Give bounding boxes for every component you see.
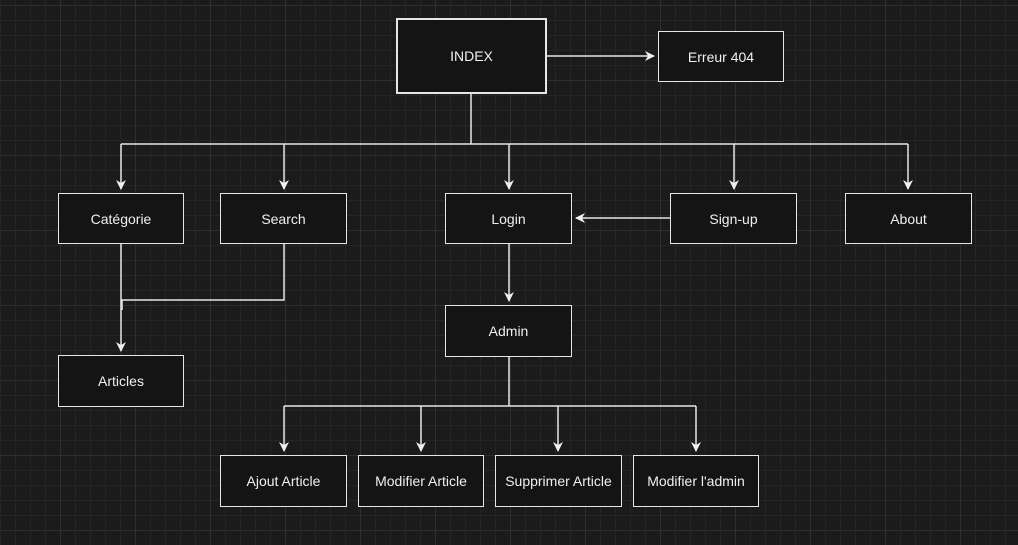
node-search[interactable]: Search <box>220 193 347 244</box>
node-erreur-404[interactable]: Erreur 404 <box>658 31 784 82</box>
node-about[interactable]: About <box>845 193 972 244</box>
node-ajout-article[interactable]: Ajout Article <box>220 455 347 507</box>
node-signup[interactable]: Sign-up <box>670 193 797 244</box>
node-admin[interactable]: Admin <box>445 305 572 357</box>
node-categorie[interactable]: Catégorie <box>58 193 184 244</box>
node-login[interactable]: Login <box>445 193 572 244</box>
edge-search-articles <box>121 244 285 310</box>
node-modifier-admin[interactable]: Modifier l'admin <box>633 455 759 507</box>
node-supprimer-article[interactable]: Supprimer Article <box>495 455 622 507</box>
node-modifier-article[interactable]: Modifier Article <box>358 455 484 507</box>
node-index[interactable]: INDEX <box>396 18 547 94</box>
node-articles[interactable]: Articles <box>58 355 184 407</box>
